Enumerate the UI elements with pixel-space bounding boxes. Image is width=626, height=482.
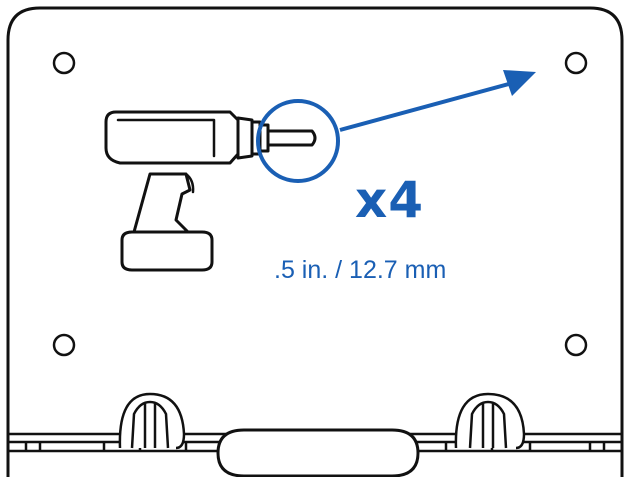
drill-icon xyxy=(104,110,317,272)
mounting-hole-bottom-left xyxy=(52,333,76,357)
hinge-clip-left xyxy=(118,392,186,450)
mounting-hole-top-left xyxy=(52,51,76,75)
drill-bit-callout-circle xyxy=(256,99,340,183)
mounting-hole-top-right xyxy=(564,51,588,75)
mounting-hole-bottom-right xyxy=(564,333,588,357)
hinge-clip-right xyxy=(454,392,526,450)
arrow-icon xyxy=(503,70,536,96)
quantity-label: x4 xyxy=(355,171,425,229)
drill-bit-size-label: .5 in. / 12.7 mm xyxy=(274,256,447,284)
mounting-plate-outline xyxy=(6,6,624,477)
arrow-line xyxy=(339,80,517,132)
center-handle-slot xyxy=(216,428,420,478)
